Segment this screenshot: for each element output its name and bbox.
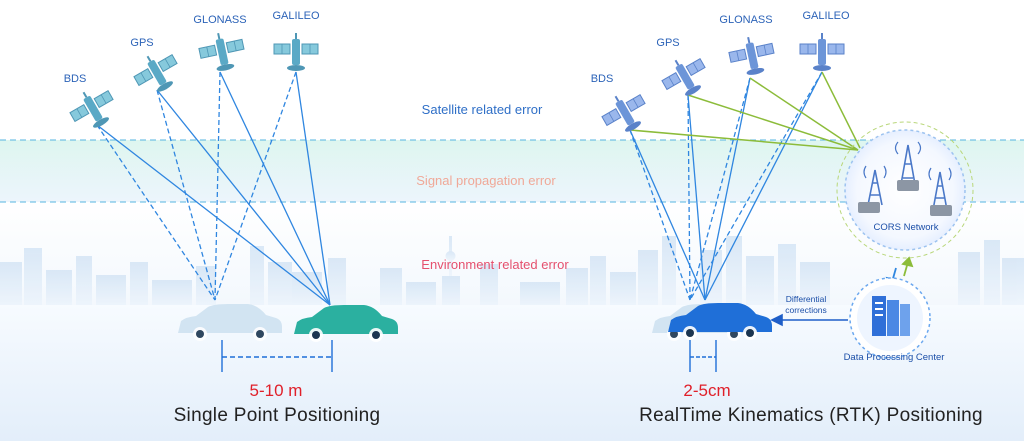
rtk-accuracy: 2-5cm [683, 381, 731, 400]
spp-title: Single Point Positioning [173, 405, 381, 426]
right-signal-paths [629, 71, 823, 301]
glonass-satellite-icon [726, 32, 779, 80]
rtk-title: RealTime Kinematics (RTK) Positioning [639, 405, 983, 426]
city-skyline [0, 236, 1024, 307]
left-glonass-label: GLONASS [193, 14, 247, 26]
cors-signal-paths [629, 71, 861, 151]
signal-error-label: Signal propagation error [416, 173, 556, 188]
left-galileo-label: GALILEO [272, 10, 320, 22]
left-bds-label: BDS [63, 73, 87, 85]
corrections-label-line2: corrections [785, 305, 827, 315]
gps-satellite-icon [655, 48, 715, 105]
left-gps-label: GPS [130, 37, 154, 49]
cors-network-label: CORS Network [873, 222, 939, 233]
satellite-error-label: Satellite related error [421, 102, 543, 117]
glonass-satellite-icon [196, 28, 249, 76]
galileo-satellite-icon [273, 32, 319, 72]
dpc-label: Data Processing Center [843, 352, 945, 363]
data-processing-center [849, 277, 931, 359]
differential-corrections-arrow [770, 313, 848, 327]
galileo-satellite-icon [799, 32, 845, 72]
environment-error-label: Environment related error [421, 257, 569, 272]
left-signal-paths [96, 71, 331, 306]
right-galileo-label: GALILEO [802, 10, 850, 22]
base-station-icon [858, 180, 952, 216]
corrections-label-line1: Differential [785, 294, 827, 304]
right-glonass-label: GLONASS [719, 14, 773, 26]
bds-satellite-icon [63, 80, 123, 137]
rtk-offset-marker [689, 340, 717, 372]
spp-offset-marker [221, 340, 333, 372]
right-bds-label: BDS [590, 73, 614, 85]
spp-accuracy: 5-10 m [249, 381, 303, 400]
cors-network [836, 121, 974, 259]
cell-tower-icon [863, 141, 952, 211]
server-icon [872, 296, 910, 336]
right-gps-label: GPS [656, 37, 680, 49]
